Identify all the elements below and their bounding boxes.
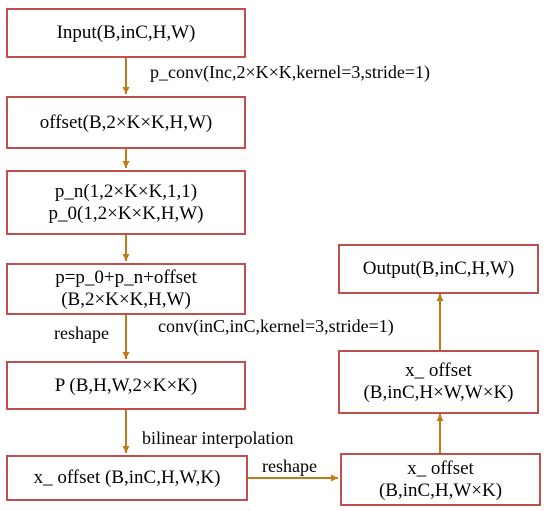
x-offset-final-line-2: (B,inC,H×W,W×K) bbox=[363, 382, 514, 403]
p-reshaped-line-1: P (B,H,W,2×K×K) bbox=[54, 374, 198, 396]
x-offset-4d-line-2: (B,inC,H,W×K) bbox=[378, 479, 503, 501]
reshape-edge-label-1: reshape bbox=[54, 323, 109, 343]
input-node: Input(B,inC,H,W) bbox=[6, 8, 246, 58]
offset-node-line-1: offset(B,2×K×K,H,W) bbox=[39, 111, 213, 133]
x-offset-5d-node: x_ offset (B,inC,H,W,K) bbox=[6, 455, 248, 501]
p-sum-line-2: (B,2×K×K,H,W) bbox=[61, 289, 191, 310]
pn-p0-node: p_n(1,2×K×K,1,1) p_0(1,2×K×K,H,W) bbox=[6, 170, 246, 235]
p-sum-node: p=p_0+p_n+offset (B,2×K×K,H,W) bbox=[6, 263, 246, 315]
p-reshaped-node: P (B,H,W,2×K×K) bbox=[6, 361, 246, 410]
bilinear-edge-label: bilinear interpolation bbox=[142, 428, 294, 448]
p-sum-line-1: p=p_0+p_n+offset bbox=[55, 267, 197, 288]
output-node: Output(B,inC,H,W) bbox=[338, 244, 539, 294]
output-node-line-1: Output(B,inC,H,W) bbox=[362, 258, 515, 279]
input-node-line-1: Input(B,inC,H,W) bbox=[56, 22, 196, 43]
x-offset-4d-line-1: x_ offset bbox=[407, 457, 474, 479]
x-offset-5d-line-1: x_ offset (B,inC,H,W,K) bbox=[33, 467, 221, 488]
p-conv-edge-label: p_conv(Inc,2×K×K,kernel=3,stride=1) bbox=[150, 62, 431, 82]
p0-node-line-2: p_0(1,2×K×K,H,W) bbox=[48, 202, 204, 224]
pn-node-line-1: p_n(1,2×K×K,1,1) bbox=[54, 180, 198, 202]
x-offset-4d-node: x_ offset (B,inC,H,W×K) bbox=[340, 453, 541, 506]
x-offset-final-node: x_ offset (B,inC,H×W,W×K) bbox=[338, 350, 539, 414]
reshape-edge-label-2: reshape bbox=[262, 456, 317, 476]
offset-node: offset(B,2×K×K,H,W) bbox=[6, 96, 246, 149]
conv-edge-label: conv(inC,inC,kernel=3,stride=1) bbox=[158, 316, 394, 336]
x-offset-final-line-1: x_ offset bbox=[405, 360, 472, 381]
